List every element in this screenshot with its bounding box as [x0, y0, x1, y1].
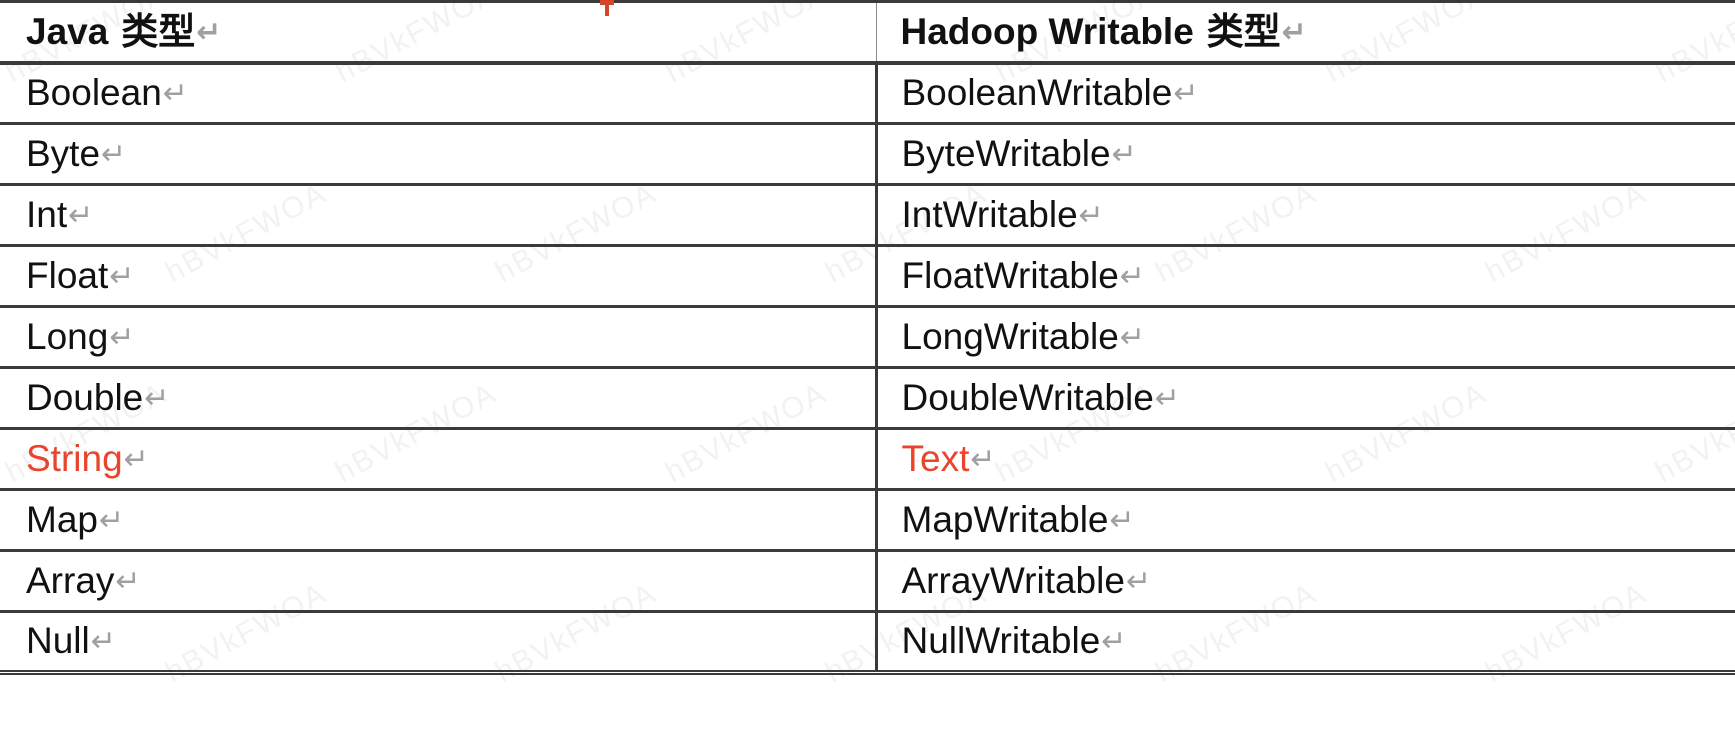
table-row: Null↵NullWritable↵ — [0, 610, 1735, 675]
column-header-hadoop: Hadoop Writable 类型↵ — [875, 0, 1735, 63]
paragraph-mark-icon: ↵ — [1154, 380, 1180, 416]
cell-hadoop-writable-type-text: Text — [901, 437, 970, 479]
paragraph-mark-icon: ↵ — [98, 502, 125, 538]
cell-java-type-text: Double — [26, 376, 144, 418]
cell-java-type: Null↵ — [0, 610, 876, 675]
column-header-hadoop-text: Hadoop Writable — [900, 10, 1194, 52]
cell-hadoop-writable-type: LongWritable↵ — [874, 305, 1735, 368]
cell-java-type-text: Array — [26, 559, 115, 601]
cell-hadoop-writable-type: BooleanWritable↵ — [874, 60, 1735, 124]
table-row: Map↵MapWritable↵ — [0, 488, 1735, 551]
paragraph-mark-icon: ↵ — [1101, 624, 1127, 660]
cell-hadoop-writable-type-text: DoubleWritable — [901, 376, 1154, 418]
cell-java-type: Byte↵ — [0, 122, 876, 185]
column-header-java-text: Java — [26, 10, 109, 52]
cell-java-type-text: Byte — [26, 132, 101, 174]
table-row: Array↵ArrayWritable↵ — [0, 549, 1735, 612]
table-row: Double↵DoubleWritable↵ — [0, 366, 1735, 429]
cell-hadoop-writable-type: NullWritable↵ — [874, 610, 1735, 675]
paragraph-mark-icon: ↵ — [1125, 563, 1152, 599]
cell-java-type: Long↵ — [0, 305, 876, 368]
table-body: Java 类型↵Hadoop Writable 类型↵Boolean↵Boole… — [0, 0, 1735, 675]
cell-hadoop-writable-type: DoubleWritable↵ — [874, 366, 1735, 429]
column-header-hadoop-cjk: 类型 — [1193, 8, 1281, 53]
column-header-java: Java 类型↵ — [0, 0, 876, 63]
cell-hadoop-writable-type: Text↵ — [874, 427, 1735, 490]
cell-java-type: String↵ — [0, 427, 876, 490]
table-row: Boolean↵BooleanWritable↵ — [0, 60, 1735, 124]
paragraph-mark-icon: ↵ — [1078, 197, 1104, 233]
cell-hadoop-writable-type-text: FloatWritable — [901, 254, 1119, 296]
paragraph-mark-icon: ↵ — [162, 75, 188, 111]
paragraph-mark-icon: ↵ — [123, 441, 149, 477]
cell-hadoop-writable-type-text: NullWritable — [901, 620, 1101, 662]
cell-java-type: Array↵ — [0, 549, 876, 612]
cell-java-type-text: Long — [26, 315, 109, 357]
cell-java-type-text: String — [26, 437, 123, 479]
table-row: Long↵LongWritable↵ — [0, 305, 1735, 368]
cell-hadoop-writable-type-text: LongWritable — [901, 315, 1119, 357]
cell-java-type: Map↵ — [0, 488, 876, 551]
paragraph-mark-icon: ↵ — [90, 624, 116, 660]
table-row: Int↵IntWritable↵ — [0, 183, 1735, 246]
cell-java-type-text: Float — [26, 254, 109, 296]
column-header-java-cjk: 类型 — [108, 8, 196, 53]
cell-hadoop-writable-type: MapWritable↵ — [874, 488, 1735, 551]
cell-hadoop-writable-type: ArrayWritable↵ — [874, 549, 1735, 612]
cell-hadoop-writable-type: ByteWritable↵ — [874, 122, 1735, 185]
cell-hadoop-writable-type-text: ByteWritable — [901, 132, 1111, 174]
paragraph-mark-icon: ↵ — [1281, 14, 1307, 50]
cell-hadoop-writable-type: IntWritable↵ — [874, 183, 1735, 246]
paragraph-mark-icon: ↵ — [196, 14, 222, 50]
paragraph-mark-icon: ↵ — [1111, 136, 1137, 172]
paragraph-mark-icon: ↵ — [970, 441, 996, 477]
table-row: String↵Text↵ — [0, 427, 1735, 490]
cell-java-type: Int↵ — [0, 183, 876, 246]
paragraph-mark-icon: ↵ — [1109, 502, 1135, 538]
paragraph-mark-icon: ↵ — [1119, 258, 1145, 294]
paragraph-mark-icon: ↵ — [68, 197, 94, 233]
cell-java-type-text: Int — [26, 193, 68, 235]
cell-hadoop-writable-type-text: BooleanWritable — [901, 71, 1173, 113]
table-header-row: Java 类型↵Hadoop Writable 类型↵ — [0, 0, 1735, 63]
cell-hadoop-writable-type-text: MapWritable — [901, 498, 1109, 540]
writable-type-mapping-table: Java 类型↵Hadoop Writable 类型↵Boolean↵Boole… — [0, 0, 1735, 675]
table-row: Float↵FloatWritable↵ — [0, 244, 1735, 307]
cell-java-type: Boolean↵ — [0, 60, 876, 124]
paragraph-mark-icon: ↵ — [115, 563, 141, 599]
cell-java-type: Float↵ — [0, 244, 876, 307]
paragraph-mark-icon: ↵ — [1119, 319, 1145, 355]
cell-java-type: Double↵ — [0, 366, 876, 429]
cell-java-type-text: Boolean — [26, 71, 162, 113]
cell-hadoop-writable-type-text: IntWritable — [901, 193, 1078, 235]
paragraph-mark-icon: ↵ — [109, 319, 135, 355]
table-row: Byte↵ByteWritable↵ — [0, 122, 1735, 185]
cell-hadoop-writable-type: FloatWritable↵ — [874, 244, 1735, 307]
paragraph-mark-icon: ↵ — [109, 258, 135, 294]
paragraph-mark-icon: ↵ — [1173, 75, 1199, 111]
cell-hadoop-writable-type-text: ArrayWritable — [901, 559, 1125, 601]
cell-java-type-text: Map — [26, 498, 98, 540]
paragraph-mark-icon: ↵ — [101, 136, 127, 172]
paragraph-mark-icon: ↵ — [144, 380, 170, 416]
cell-java-type-text: Null — [26, 620, 90, 662]
